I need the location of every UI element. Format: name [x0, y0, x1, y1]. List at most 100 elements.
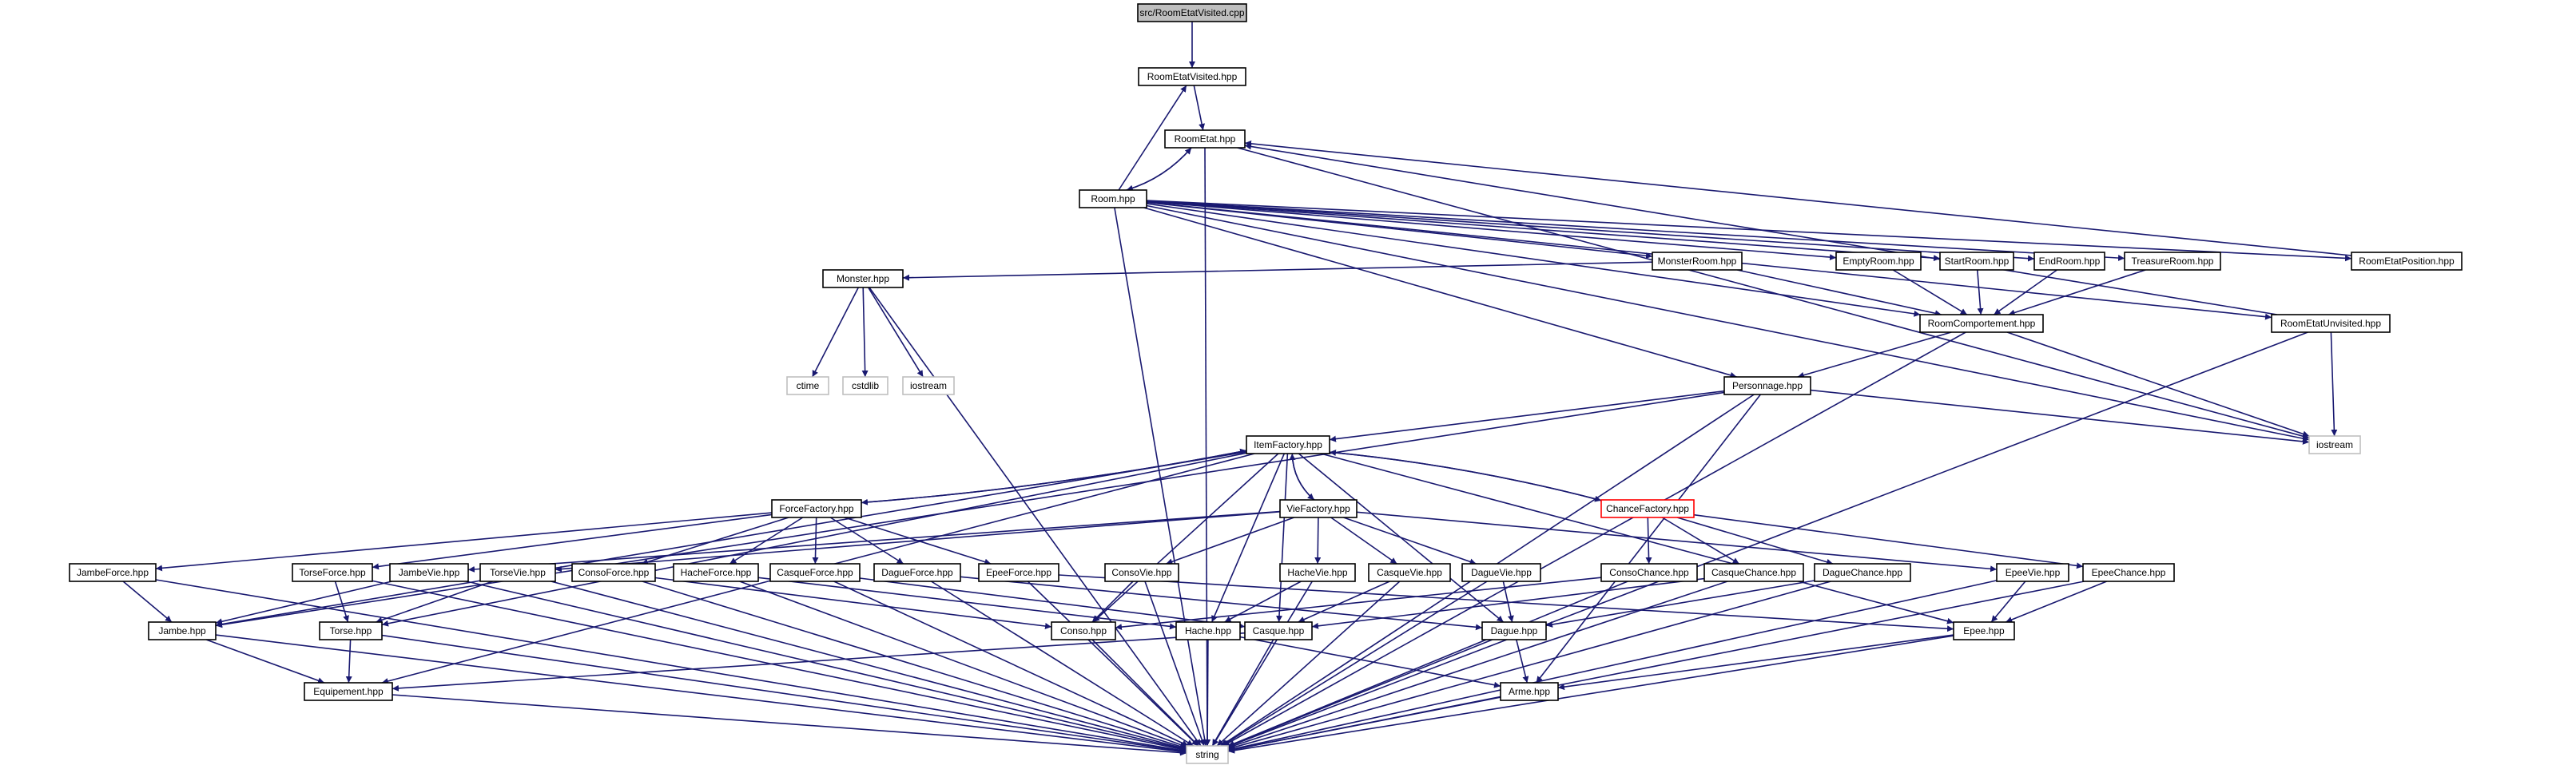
node-dagueForce[interactable]: DagueForce.hpp — [873, 563, 961, 582]
node-box-forceFactory[interactable] — [771, 499, 862, 518]
node-roomEtat[interactable]: RoomEtat.hpp — [1164, 129, 1246, 149]
node-box-consoChance[interactable] — [1600, 563, 1698, 582]
node-box-cstdlib[interactable] — [842, 376, 888, 395]
node-forceFactory[interactable]: ForceFactory.hpp — [771, 499, 862, 518]
node-epeeVie[interactable]: EpeeVie.hpp — [1996, 563, 2069, 582]
node-box-conso[interactable] — [1051, 621, 1116, 640]
node-box-itemFactory[interactable] — [1246, 435, 1330, 454]
node-box-treasureRoom[interactable] — [2124, 252, 2221, 271]
node-box-hache[interactable] — [1175, 621, 1241, 640]
node-box-roomEtat[interactable] — [1164, 129, 1246, 149]
node-reVisitedH[interactable]: RoomEtatVisited.hpp — [1138, 67, 1246, 86]
node-box-torseForce[interactable] — [292, 563, 373, 582]
node-dague[interactable]: Dague.hpp — [1481, 621, 1547, 640]
node-iostream1[interactable]: iostream — [902, 376, 955, 395]
node-box-startRoom[interactable] — [1939, 252, 2014, 271]
node-jambeVie[interactable]: JambeVie.hpp — [389, 563, 469, 582]
node-box-jambe[interactable] — [148, 621, 217, 640]
node-hache[interactable]: Hache.hpp — [1175, 621, 1241, 640]
node-box-epeeForce[interactable] — [978, 563, 1059, 582]
node-box-root[interactable] — [1137, 3, 1247, 22]
node-torse[interactable]: Torse.hpp — [319, 621, 383, 640]
node-box-reVisitedH[interactable] — [1138, 67, 1246, 86]
node-equipement[interactable]: Equipement.hpp — [304, 682, 393, 701]
node-monster[interactable]: Monster.hpp — [822, 269, 904, 288]
node-dagueVie[interactable]: DagueVie.hpp — [1461, 563, 1541, 582]
node-box-endRoom[interactable] — [2033, 252, 2105, 271]
node-box-vieFactory[interactable] — [1279, 499, 1358, 518]
node-box-epeeVie[interactable] — [1996, 563, 2069, 582]
node-box-dague[interactable] — [1481, 621, 1547, 640]
node-box-jambeForce[interactable] — [69, 563, 157, 582]
node-box-casque[interactable] — [1244, 621, 1313, 640]
node-cstdlib[interactable]: cstdlib — [842, 376, 888, 395]
node-box-dagueForce[interactable] — [873, 563, 961, 582]
node-box-monsterRoom[interactable] — [1652, 252, 1743, 271]
node-casque[interactable]: Casque.hpp — [1244, 621, 1313, 640]
node-conso[interactable]: Conso.hpp — [1051, 621, 1116, 640]
node-jambeForce[interactable]: JambeForce.hpp — [69, 563, 157, 582]
node-consoVie[interactable]: ConsoVie.hpp — [1104, 563, 1179, 582]
node-ctime[interactable]: ctime — [786, 376, 829, 395]
node-casqueForce[interactable]: CasqueForce.hpp — [769, 563, 861, 582]
node-box-personnage[interactable] — [1723, 376, 1811, 395]
node-box-room[interactable] — [1079, 189, 1147, 208]
node-box-ctime[interactable] — [786, 376, 829, 395]
node-vieFactory[interactable]: VieFactory.hpp — [1279, 499, 1358, 518]
node-epeeForce[interactable]: EpeeForce.hpp — [978, 563, 1059, 582]
node-epee[interactable]: Epee.hpp — [1953, 621, 2015, 640]
node-startRoom[interactable]: StartRoom.hpp — [1939, 252, 2014, 271]
node-box-equipement[interactable] — [304, 682, 393, 701]
node-box-emptyRoom[interactable] — [1835, 252, 1922, 271]
node-box-hacheForce[interactable] — [673, 563, 759, 582]
node-box-casqueForce[interactable] — [769, 563, 861, 582]
node-emptyRoom[interactable]: EmptyRoom.hpp — [1835, 252, 1922, 271]
node-hacheForce[interactable]: HacheForce.hpp — [673, 563, 759, 582]
node-torseForce[interactable]: TorseForce.hpp — [292, 563, 373, 582]
node-roomComp[interactable]: RoomComportement.hpp — [1919, 314, 2044, 333]
node-box-consoVie[interactable] — [1104, 563, 1179, 582]
node-box-reposition[interactable] — [2351, 252, 2463, 271]
node-box-epee[interactable] — [1953, 621, 2015, 640]
node-jambe[interactable]: Jambe.hpp — [148, 621, 217, 640]
node-box-arme[interactable] — [1500, 682, 1559, 701]
node-box-casqueChance[interactable] — [1703, 563, 1804, 582]
node-chanceFactory[interactable]: ChanceFactory.hpp — [1600, 499, 1695, 518]
node-box-casqueVie[interactable] — [1368, 563, 1451, 582]
node-box-epeeChance[interactable] — [2082, 563, 2175, 582]
node-box-consoForce[interactable] — [571, 563, 656, 582]
node-itemFactory[interactable]: ItemFactory.hpp — [1246, 435, 1330, 454]
node-torseVie[interactable]: TorseVie.hpp — [479, 563, 556, 582]
node-casqueVie[interactable]: CasqueVie.hpp — [1368, 563, 1451, 582]
node-iostream2[interactable]: iostream — [2308, 435, 2361, 454]
node-box-torseVie[interactable] — [479, 563, 556, 582]
node-box-jambeVie[interactable] — [389, 563, 469, 582]
node-treasureRoom[interactable]: TreasureRoom.hpp — [2124, 252, 2221, 271]
node-consoForce[interactable]: ConsoForce.hpp — [571, 563, 656, 582]
node-consoChance[interactable]: ConsoChance.hpp — [1600, 563, 1698, 582]
node-box-hacheVie[interactable] — [1279, 563, 1356, 582]
node-root[interactable]: src/RoomEtatVisited.cpp — [1137, 3, 1247, 22]
node-personnage[interactable]: Personnage.hpp — [1723, 376, 1811, 395]
node-endRoom[interactable]: EndRoom.hpp — [2033, 252, 2105, 271]
node-casqueChance[interactable]: CasqueChance.hpp — [1703, 563, 1804, 582]
node-reposition[interactable]: RoomEtatPosition.hpp — [2351, 252, 2463, 271]
node-box-chanceFactory[interactable] — [1600, 499, 1695, 518]
node-dagueChance[interactable]: DagueChance.hpp — [1814, 563, 1911, 582]
node-hacheVie[interactable]: HacheVie.hpp — [1279, 563, 1356, 582]
node-box-dagueChance[interactable] — [1814, 563, 1911, 582]
node-box-dagueVie[interactable] — [1461, 563, 1541, 582]
node-arme[interactable]: Arme.hpp — [1500, 682, 1559, 701]
node-epeeChance[interactable]: EpeeChance.hpp — [2082, 563, 2175, 582]
node-reUnvisited[interactable]: RoomEtatUnvisited.hpp — [2271, 314, 2391, 333]
node-box-string[interactable] — [1186, 745, 1229, 764]
node-box-roomComp[interactable] — [1919, 314, 2044, 333]
node-monsterRoom[interactable]: MonsterRoom.hpp — [1652, 252, 1743, 271]
node-box-monster[interactable] — [822, 269, 904, 288]
node-box-iostream1[interactable] — [902, 376, 955, 395]
node-box-iostream2[interactable] — [2308, 435, 2361, 454]
node-string[interactable]: string — [1186, 745, 1229, 764]
node-box-torse[interactable] — [319, 621, 383, 640]
node-room[interactable]: Room.hpp — [1079, 189, 1147, 208]
node-box-reUnvisited[interactable] — [2271, 314, 2391, 333]
